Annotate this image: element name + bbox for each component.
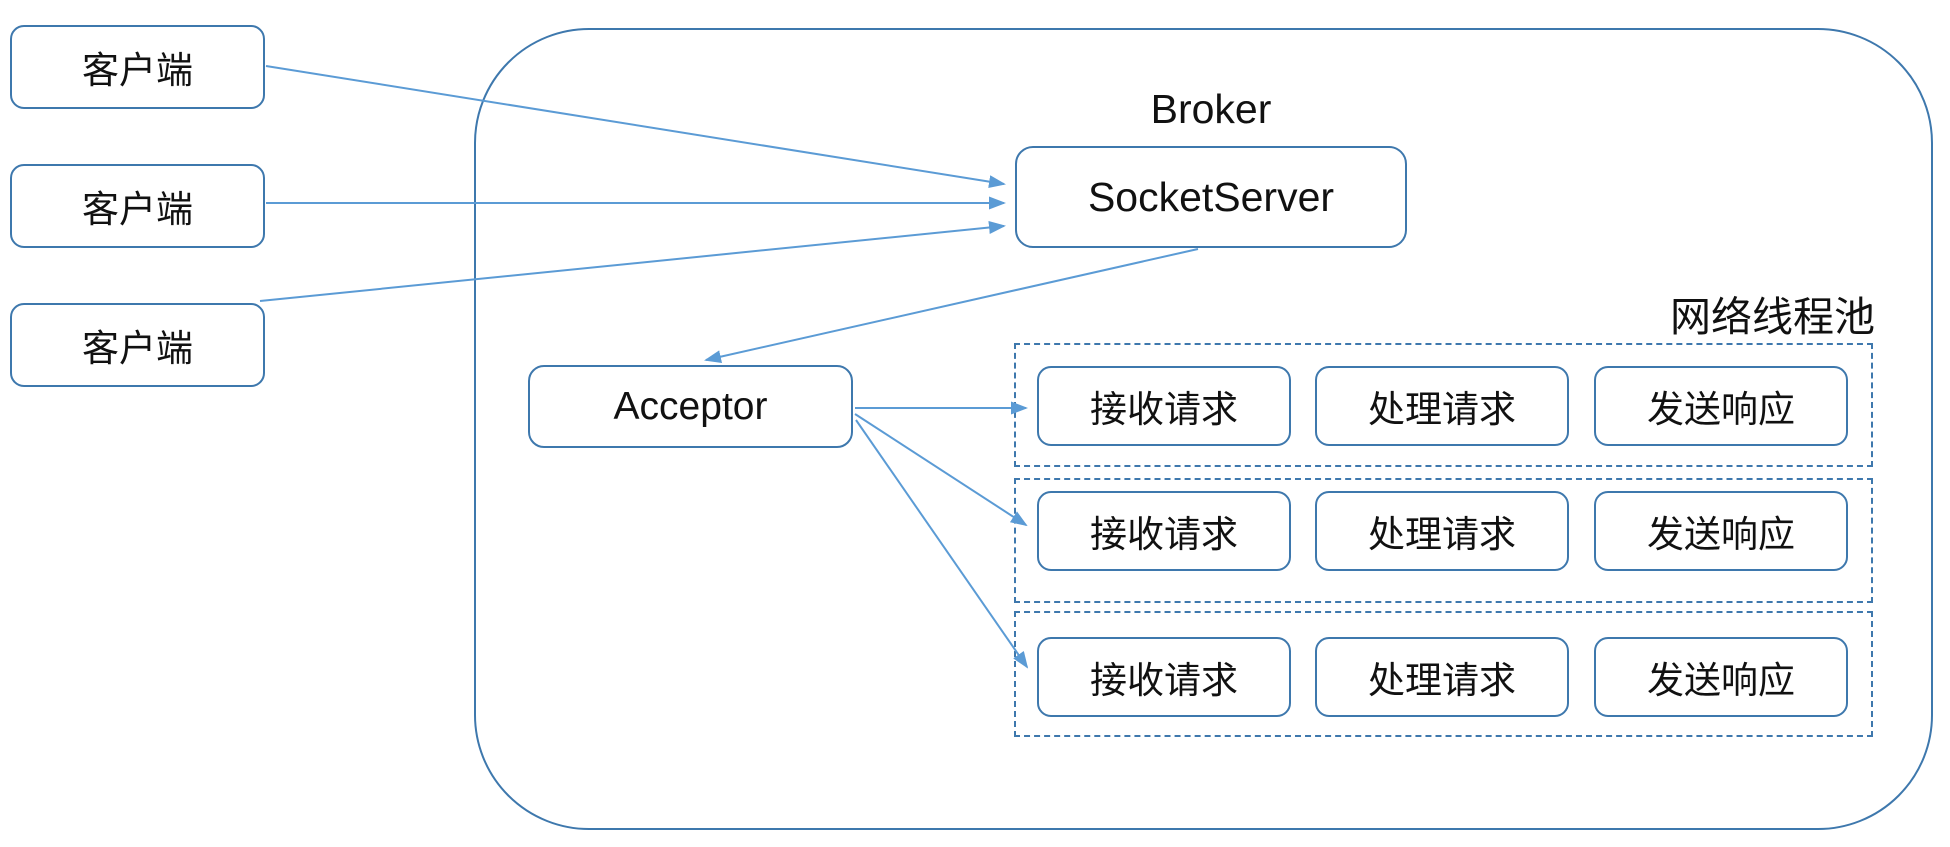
client-box-3: 客户端 [10,303,265,387]
thread-row-2: 接收请求 处理请求 发送响应 [1014,478,1873,603]
step-box-receive-request: 接收请求 [1037,366,1291,446]
thread-row-1: 接收请求 处理请求 发送响应 [1014,343,1873,467]
client-label: 客户端 [82,50,193,91]
broker-title: Broker [1150,86,1272,132]
step-box-send-response: 发送响应 [1594,491,1848,571]
step-box-process-request: 处理请求 [1315,637,1569,717]
client-label: 客户端 [82,328,193,369]
step-box-receive-request: 接收请求 [1037,491,1291,571]
socketserver-box: SocketServer [1015,146,1407,248]
step-label: 发送响应 [1647,660,1795,701]
network-thread-pool-label: 网络线程池 [1670,294,1875,340]
step-label: 处理请求 [1368,389,1516,430]
step-label: 接收请求 [1090,660,1238,701]
step-label: 接收请求 [1090,514,1238,555]
thread-row-3: 接收请求 处理请求 发送响应 [1014,611,1873,737]
client-box-1: 客户端 [10,25,265,109]
broker-container [474,28,1933,830]
step-label: 处理请求 [1368,660,1516,701]
socketserver-label: SocketServer [1087,173,1335,220]
step-box-receive-request: 接收请求 [1037,637,1291,717]
step-box-send-response: 发送响应 [1594,637,1848,717]
step-label: 接收请求 [1090,389,1238,430]
client-label: 客户端 [82,189,193,230]
step-label: 发送响应 [1647,389,1795,430]
step-box-send-response: 发送响应 [1594,366,1848,446]
acceptor-label: Acceptor [613,384,768,428]
step-label: 处理请求 [1368,514,1516,555]
step-label: 发送响应 [1647,514,1795,555]
acceptor-box: Acceptor [528,365,853,448]
step-box-process-request: 处理请求 [1315,366,1569,446]
client-box-2: 客户端 [10,164,265,248]
step-box-process-request: 处理请求 [1315,491,1569,571]
